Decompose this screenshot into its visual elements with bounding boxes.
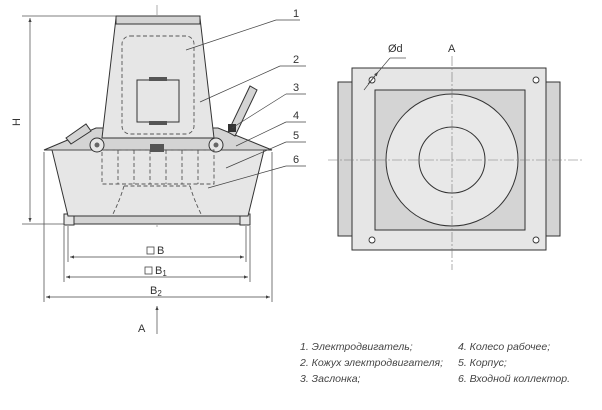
top-view: A Ød: [328, 43, 584, 270]
impeller-hub: [150, 144, 164, 152]
callout-1: 1: [293, 8, 299, 20]
housing: [51, 149, 265, 217]
damper-left: [65, 123, 92, 145]
callout-5: 5: [293, 130, 299, 142]
legend-item-5: 5. Корпус;: [458, 357, 507, 369]
legend-item-3: 3. Заслонка;: [300, 373, 361, 385]
base-plate: [67, 215, 247, 225]
view-a-right-label: A: [448, 43, 456, 55]
inlet-collector-right: [189, 185, 203, 217]
dim-b-label: B: [157, 245, 164, 257]
right-collar: [545, 81, 561, 237]
callout-6: 6: [293, 154, 299, 166]
legend-item-2: 2. Кожух электродвигателя;: [299, 357, 443, 369]
dim-hole-label: Ød: [388, 43, 403, 55]
callouts: 1 2 3 4 5 6: [185, 8, 306, 189]
callout-3: 3: [293, 82, 299, 94]
view-arrow-bottom: A: [138, 306, 159, 335]
legend-item-4: 4. Колесо рабочее;: [458, 341, 550, 353]
legend-item-1: 1. Электродвигатель;: [300, 341, 413, 353]
left-collar: [337, 81, 353, 237]
motor-cover-top: [115, 15, 201, 25]
callout-4: 4: [293, 110, 299, 122]
dim-b1-label: B1: [155, 265, 167, 278]
view-a-bottom-label: A: [138, 323, 146, 335]
damper-right: [227, 85, 258, 137]
legend: 1. Электродвигатель; 2. Кожух электродви…: [299, 341, 570, 385]
dim-widths: B B1 B2: [43, 152, 273, 302]
legend-item-6: 6. Входной коллектор.: [458, 373, 570, 385]
dim-height: H: [11, 15, 116, 225]
callout-2: 2: [293, 54, 299, 66]
side-view: [43, 5, 273, 228]
dim-h-label: H: [11, 118, 23, 126]
terminal-box: [136, 79, 180, 123]
motor-outline: [121, 35, 195, 135]
dim-b2-label: B2: [150, 285, 162, 298]
corner-holes: [368, 76, 540, 244]
inlet-collector-left: [111, 185, 125, 217]
